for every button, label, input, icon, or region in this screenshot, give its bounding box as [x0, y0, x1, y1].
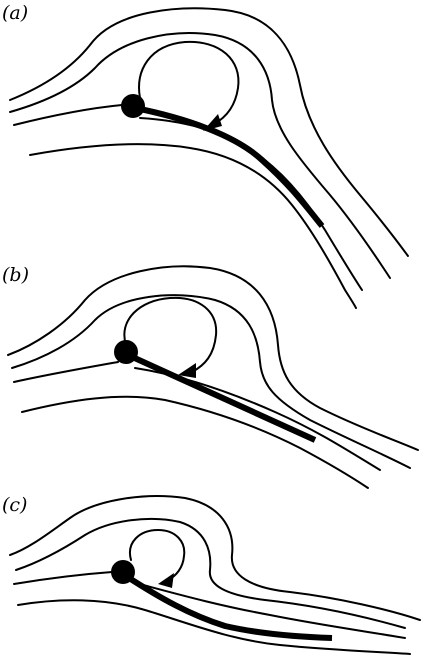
- panel-a: [9, 7, 409, 309]
- panel-b-streamline-2: [11, 294, 411, 469]
- panel-a-streamline-3: [13, 104, 363, 291]
- panel-c-streamline-outer: [9, 495, 421, 621]
- panel-c-vortex-loop: [128, 529, 186, 581]
- panel-a-streamline-outer: [9, 7, 409, 257]
- panel-b-streamline-inner: [21, 395, 369, 489]
- panel-label-a: (a): [2, 2, 29, 24]
- panel-a-streamline-2: [9, 32, 391, 279]
- panel-a-vortex-loop: [138, 40, 240, 125]
- panel-b-streamline-outer: [7, 265, 419, 451]
- panel-a-body-plate: [134, 105, 325, 228]
- panel-a-streamline-inner: [29, 143, 357, 309]
- panel-c-streamline-2: [15, 517, 406, 629]
- panel-b-streamline-3: [13, 361, 381, 471]
- panel-c-streamline-inner: [17, 599, 411, 655]
- panel-b-arrowhead: [178, 363, 196, 378]
- panel-b-body-plate: [126, 352, 317, 443]
- panel-b-vortex-core: [114, 340, 138, 364]
- panel-b-vortex-loop: [123, 296, 218, 373]
- panel-c-vortex-core: [111, 560, 135, 584]
- panel-c-arrowhead: [158, 573, 174, 588]
- panel-c-body-plate: [124, 573, 333, 641]
- panel-b: [7, 265, 419, 489]
- panel-c: [9, 495, 421, 655]
- panel-label-b: (b): [2, 264, 29, 286]
- panel-c-streamline-3: [13, 571, 406, 639]
- panel-label-c: (c): [2, 494, 28, 516]
- panel-a-vortex-core: [121, 94, 145, 118]
